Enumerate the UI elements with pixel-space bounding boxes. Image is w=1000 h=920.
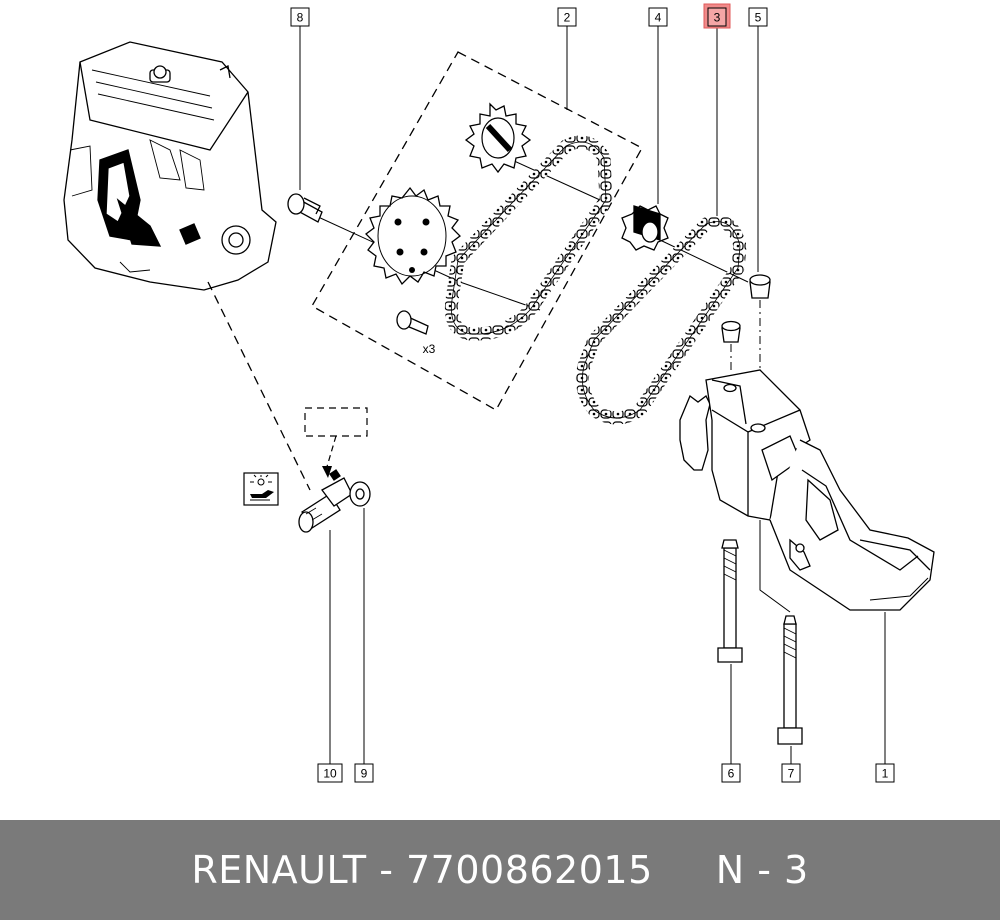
- svg-text:3: 3: [714, 11, 721, 25]
- svg-text:8: 8: [297, 11, 304, 25]
- svg-text:10: 10: [323, 767, 337, 781]
- svg-text:2: 2: [564, 11, 571, 25]
- callout-9: 9: [354, 763, 374, 783]
- callout-1: 1: [875, 763, 895, 783]
- svg-text:1: 1: [882, 767, 889, 781]
- footer-part-number: 7700862015: [406, 848, 653, 892]
- callout-4: 4: [648, 7, 668, 27]
- bolt-8: [287, 193, 323, 223]
- footer-bar: RENAULT - 7700862015 N - 3: [0, 820, 1000, 920]
- dowel-sleeve-5: [749, 274, 771, 299]
- callout-10: 10: [317, 763, 343, 783]
- exploded-parts-diagram: x3: [63, 3, 935, 783]
- svg-text:4: 4: [655, 11, 662, 25]
- svg-text:6: 6: [728, 767, 735, 781]
- callout-2: 2: [557, 7, 577, 27]
- callout-3-highlighted: 3: [703, 3, 731, 29]
- sealing-washer-9: [349, 481, 371, 507]
- bolt-x3: [396, 310, 429, 335]
- crank-sprocket: [365, 186, 461, 286]
- kit-boundary-box: [311, 51, 643, 411]
- oil-pressure-switch-10: [298, 469, 353, 533]
- qty-note: x3: [423, 342, 436, 356]
- bolt-7: [777, 615, 803, 745]
- svg-text:5: 5: [755, 11, 762, 25]
- footer-position: N - 3: [715, 848, 809, 892]
- placeholder-box: [304, 407, 368, 437]
- footer-brand: RENAULT: [191, 848, 367, 892]
- oil-pump-1: [679, 369, 935, 611]
- sprocket-4: [621, 205, 669, 251]
- svg-text:9: 9: [361, 767, 368, 781]
- svg-text:7: 7: [788, 767, 795, 781]
- reference-line-engine-switch: [207, 281, 311, 491]
- timing-chain-2: [444, 135, 613, 341]
- callout-8: 8: [290, 7, 310, 27]
- leader-lines: [299, 26, 886, 764]
- bolt-6: [717, 539, 743, 663]
- callout-5: 5: [748, 7, 768, 27]
- dowel-sleeve: [721, 320, 741, 343]
- oil-pressure-warning-icon: [243, 472, 279, 506]
- footer-caption: RENAULT - 7700862015 N - 3: [191, 848, 809, 892]
- callout-7: 7: [781, 763, 801, 783]
- small-sprocket: [464, 102, 532, 174]
- engine-block-icon: [63, 41, 277, 291]
- callout-6: 6: [721, 763, 741, 783]
